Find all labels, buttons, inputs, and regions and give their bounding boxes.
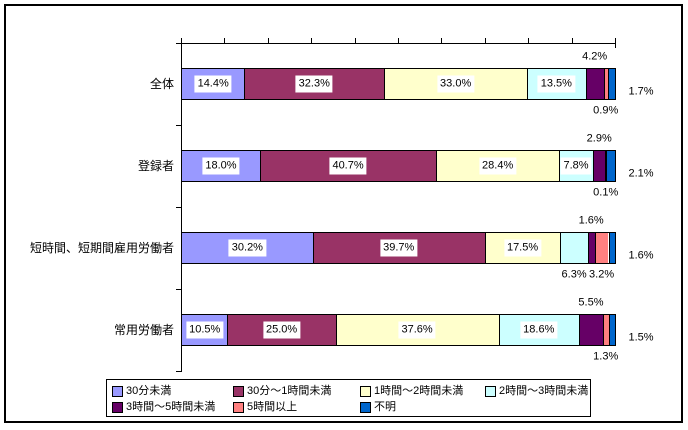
bar-value-label: 39.7%	[380, 239, 418, 257]
value-axis-tick	[311, 38, 312, 43]
bar-value-label: 0.1%	[593, 186, 619, 199]
legend-swatch	[485, 386, 496, 397]
bar-segment	[608, 315, 615, 345]
value-axis-tick	[268, 38, 269, 43]
bar-segment	[603, 69, 608, 99]
bar-value-label: 1.6%	[578, 214, 604, 227]
bar-value-label: 4.2%	[582, 50, 608, 63]
legend-swatch	[233, 386, 244, 397]
value-axis-tick	[615, 38, 616, 43]
category-label: 登録者	[137, 159, 174, 173]
category-axis-tick	[176, 43, 181, 44]
bar-segment	[605, 151, 615, 181]
bar-value-label: 28.4%	[479, 157, 517, 175]
bar-value-label: 33.0%	[437, 75, 475, 93]
bar-segment	[560, 233, 588, 263]
legend-label: 2時間〜3時間未満	[499, 385, 589, 397]
bar-segment	[607, 69, 615, 99]
bar-value-label: 1.3%	[593, 350, 619, 363]
category-axis-tick	[176, 371, 181, 372]
legend-label: 不明	[374, 401, 396, 413]
bar-row: 14.4% 32.3% 33.0% 13.5%	[181, 68, 616, 100]
bar-segment	[585, 69, 604, 99]
bar-value-label: 18.6%	[520, 321, 558, 339]
bar-row: 30.2% 39.7% 17.5%	[181, 232, 616, 264]
category-label: 全体	[149, 77, 174, 91]
bar-value-label: 10.5%	[186, 321, 224, 339]
bar-segment	[602, 315, 609, 345]
bar-value-label: 2.9%	[586, 132, 612, 145]
value-axis-end-tick	[615, 43, 616, 48]
value-axis-tick	[441, 38, 442, 43]
bar-value-label: 3.2%	[589, 268, 615, 281]
legend: 30分未満 30分〜1時間未満 1時間〜2時間未満 2時間〜3時間未満 3時間〜5時間未…	[106, 379, 591, 417]
value-axis-tick	[355, 38, 356, 43]
category-axis-tick	[176, 125, 181, 126]
bar-value-label: 7.8%	[560, 157, 592, 175]
bar-value-label: 1.5%	[628, 331, 654, 344]
value-axis-tick	[224, 38, 225, 43]
legend-label: 1時間〜2時間未満	[374, 385, 464, 397]
category-label: 常用労働者	[113, 323, 174, 337]
value-axis-tick	[485, 38, 486, 43]
legend-swatch	[360, 402, 371, 413]
legend-label: 30分〜1時間未満	[247, 385, 332, 397]
category-axis-tick	[176, 289, 181, 290]
bar-segment	[592, 151, 606, 181]
value-axis-tick	[528, 38, 529, 43]
legend-label: 3時間〜5時間未満	[126, 401, 216, 413]
bar-value-label: 25.0%	[262, 321, 301, 339]
category-label: 短時間、短期間雇用労働者	[29, 241, 174, 255]
legend-swatch	[112, 402, 123, 413]
bar-segment	[594, 233, 609, 263]
bar-value-label: 0.9%	[593, 104, 619, 117]
bar-row: 18.0% 40.7% 28.4% 7.8%	[181, 150, 616, 182]
bar-row: 10.5% 25.0% 37.6% 18.6%	[181, 314, 616, 346]
category-axis-tick	[176, 207, 181, 208]
bar-value-label: 1.6%	[628, 249, 654, 262]
chart-border	[4, 4, 683, 423]
value-axis-tick	[572, 38, 573, 43]
bar-value-label: 14.4%	[194, 75, 232, 93]
legend-label: 30分未満	[126, 385, 172, 397]
value-axis-line	[181, 43, 616, 44]
bar-value-label: 5.5%	[578, 296, 604, 309]
bar-value-label: 30.2%	[228, 239, 266, 257]
bar-value-label: 6.3%	[561, 268, 587, 281]
value-axis-tick	[181, 38, 182, 43]
legend-label: 5時間以上	[247, 401, 298, 413]
bar-value-label: 18.0%	[202, 157, 240, 175]
bar-segment	[587, 233, 595, 263]
bar-segment	[579, 315, 603, 345]
value-axis-tick	[398, 38, 399, 43]
bar-value-label: 32.3%	[295, 75, 333, 93]
legend-swatch	[112, 386, 123, 397]
bar-value-label: 37.6%	[398, 321, 436, 339]
legend-swatch	[233, 402, 244, 413]
bar-segment	[608, 233, 615, 263]
bar-segment	[527, 69, 586, 99]
bar-value-label: 40.7%	[329, 157, 367, 175]
bar-value-label: 2.1%	[628, 167, 654, 180]
bar-value-label: 13.5%	[537, 75, 575, 93]
category-axis-line	[181, 43, 182, 372]
bar-value-label: 1.7%	[628, 85, 654, 98]
legend-swatch	[360, 386, 371, 397]
bar-value-label: 17.5%	[503, 239, 542, 257]
